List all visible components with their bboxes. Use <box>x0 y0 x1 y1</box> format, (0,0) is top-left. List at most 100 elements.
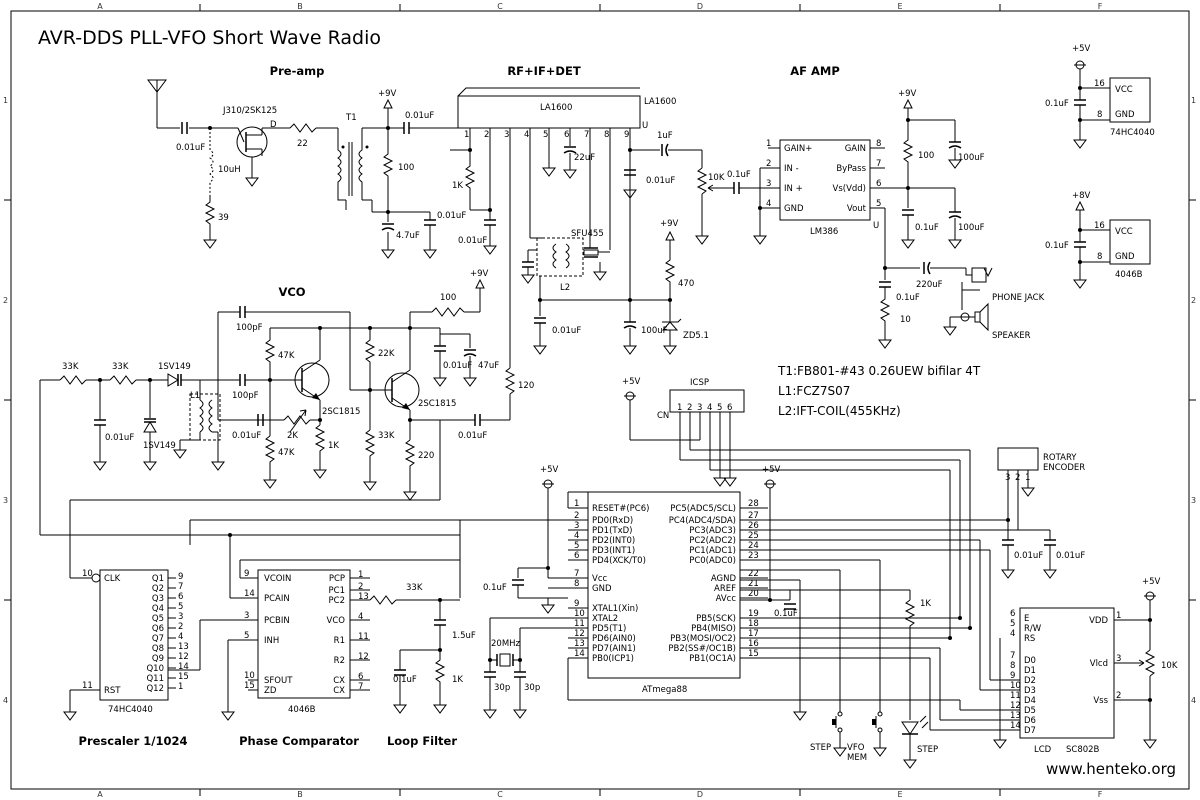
atmega-pin-label-right: AREF <box>714 584 736 594</box>
label-r-1k-b: 1K <box>328 441 339 451</box>
capacitor-220uf <box>923 261 931 275</box>
atmega-pin-label-right: PC2(ADC2) <box>689 536 736 546</box>
grid-row-3: 3 <box>3 496 8 505</box>
lcd-pin-num-left: 10 <box>1010 681 1021 691</box>
lcd-pin-label-left: D3 <box>1024 686 1036 696</box>
hc4040-pin-label-right: Q8 <box>152 644 164 654</box>
label-v9-b: +9V <box>660 219 679 229</box>
cd4046-pin-num-right: 13 <box>358 592 369 602</box>
cd4046-pin-label-left: ZD <box>264 686 277 696</box>
hc4040-vcc: VCC <box>1115 85 1133 95</box>
frame <box>4 4 1196 796</box>
contrast-pot-10k <box>1114 649 1156 677</box>
label-c-100u-b: 100uF <box>958 153 985 163</box>
label-fet-d: D <box>270 120 277 130</box>
atmega-pin-label-right: PB5(SCK) <box>696 614 736 624</box>
lm386-suffix: U <box>873 221 879 231</box>
zener-diode <box>661 318 682 331</box>
grid-row-2-right: 2 <box>1191 296 1196 305</box>
lcd-pin-label-left: D4 <box>1024 696 1036 706</box>
section-loop-filter: Loop Filter <box>387 734 457 748</box>
capacitor-if-small <box>522 261 534 268</box>
hc4040-pin-label-right: Q4 <box>152 604 164 614</box>
atmega-pin-label-right: PC0(ADC0) <box>689 556 736 566</box>
hc4040-pin-label-right: Q9 <box>152 654 164 664</box>
lcd-pin-label-left: D2 <box>1024 676 1036 686</box>
label-pot-10k-b: 10K <box>1161 661 1178 671</box>
hc4040-pin-num-right: 9 <box>178 572 183 582</box>
lm386-pin-num-left: 4 <box>766 199 771 209</box>
capacitor-ant <box>181 122 188 134</box>
label-c-001-j: 0.01uF <box>1014 551 1043 561</box>
atmega88-ic: ATmega88 RESET#(PC6)1PD0(RxD)2PD1(TxD)3P… <box>568 491 768 695</box>
cd4046-gnd: GND <box>1115 252 1135 262</box>
fet-transistor <box>236 126 268 158</box>
label-fet: J310/2SK125 <box>222 106 277 116</box>
varicap-1sv149-b <box>143 418 157 433</box>
label-c-01u-c: 0.1uF <box>896 293 920 303</box>
cd4046-name: 4046B <box>288 705 316 715</box>
ceramic-filter-sfu455 <box>583 222 611 258</box>
encoder-name2: ENCODER <box>1043 463 1085 473</box>
hc4040-pin-label-right: Q7 <box>152 634 164 644</box>
lcd-pin-num-left: 4 <box>1010 629 1015 639</box>
lm386-pin-label-right: Vout <box>847 204 867 214</box>
icsp-pin-1: 1 <box>677 403 682 413</box>
label-v5-b: +5V <box>540 465 559 475</box>
lm386-pin-label-left: GAIN+ <box>784 144 812 154</box>
section-rf-if-det: RF+IF+DET <box>507 64 581 78</box>
label-c-001-k: 0.01uF <box>1056 551 1085 561</box>
grid-col-d-bottom: D <box>697 790 703 799</box>
label-v5-c: +5V <box>622 377 641 387</box>
label-c-001-a: 0.01uF <box>405 111 434 121</box>
cd4046-pin-num-right: 12 <box>358 652 369 662</box>
capacitor-001-h <box>94 419 106 426</box>
capacitor-100p-a <box>239 306 246 318</box>
label-r-1k-d: 1K <box>452 675 463 685</box>
led-icon <box>901 715 929 735</box>
icsp-name: ICSP <box>690 378 709 388</box>
cd4046-pin-label-right: PC2 <box>329 596 345 606</box>
label-d-1sv149-a: 1SV149 <box>158 362 191 372</box>
capacitor-01u-f <box>512 579 524 586</box>
capacitor-47uf <box>463 349 477 357</box>
lcd-pin-label-right: Vss <box>1093 696 1108 706</box>
icsp-pin-2: 2 <box>687 403 692 413</box>
capacitor-001-i <box>257 414 264 426</box>
label-r-470: 470 <box>678 279 694 289</box>
lm386-pin-num-left: 3 <box>766 179 771 189</box>
atmega-pin-label-left: XTAL1(Xin) <box>592 604 638 614</box>
coil-l1 <box>189 393 221 441</box>
lcd-name: LCD <box>1034 745 1052 755</box>
lcd-pin-num-left: 13 <box>1010 711 1021 721</box>
atmega-pin-label-right: AGND <box>711 574 737 584</box>
lcd-pin-label-left: D7 <box>1024 726 1036 736</box>
lm386-pin-num-right: 6 <box>876 179 881 189</box>
capacitor-001-g <box>474 414 481 426</box>
label-r-39: 39 <box>218 213 229 223</box>
atmega-pin-label-right: PB3(MOSI/OC2) <box>670 634 736 644</box>
lm386-pin-num-right: 5 <box>876 199 881 209</box>
lcd-pin-label-left: D5 <box>1024 706 1036 716</box>
hc4040-pin-label-right: Q3 <box>152 594 164 604</box>
transformer-t1 <box>337 128 369 201</box>
atmega-pin-label-left: Vcc <box>592 574 607 584</box>
label-v9-a: +9V <box>378 89 397 99</box>
icsp-pin-5: 5 <box>717 403 722 413</box>
capacitor-30p-a <box>484 671 496 678</box>
cd4046-pin-num-right: 6 <box>358 672 363 682</box>
cd4046-ic: 4046B VCOIN9PCAIN14PCBIN3INH5SFOUT10ZD15… <box>221 533 476 721</box>
grid-col-e: E <box>897 2 902 11</box>
label-t1: T1 <box>345 113 357 123</box>
icsp-pin-3: 3 <box>697 403 702 413</box>
label-v5-a: +5V <box>1072 44 1091 54</box>
label-c-001-h: 0.01uF <box>105 433 134 443</box>
label-step-b: STEP <box>917 745 938 755</box>
grid-row-1: 1 <box>3 96 8 105</box>
lcd-pin-num-left: 9 <box>1010 671 1015 681</box>
label-c-220u: 220uF <box>916 280 943 290</box>
